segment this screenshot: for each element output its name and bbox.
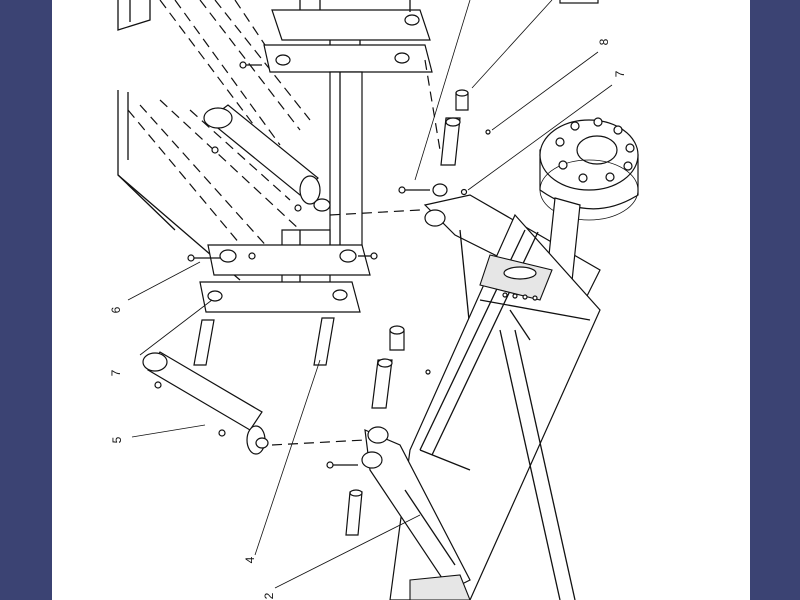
wheel-hub [539,117,639,301]
callout-2: 2 [262,592,276,600]
lower-hydraulic-cylinder [142,351,366,455]
drawing-page[interactable]: 8 7 6 7 5 4 2 [52,0,750,600]
callout-5: 5 [110,436,124,444]
upper-pivot-assembly [398,89,491,197]
leader-lines [127,0,613,589]
upper-hydraulic-cylinder [203,104,421,216]
callout-6: 6 [109,306,123,314]
lower-pivot-assembly [326,325,431,469]
pins [193,317,363,536]
callout-4: 4 [243,556,257,564]
top-bracket-plate [239,0,441,151]
callout-7-upper: 7 [613,70,627,78]
callout-7-lower: 7 [109,369,123,377]
upper-frame-outline [117,0,311,281]
callout-8: 8 [597,38,611,46]
middle-bracket-plate [187,244,378,313]
main-axle-beam [389,213,601,600]
exploded-assembly-drawing [117,0,639,600]
lower-lift-arm [361,426,471,600]
title-block-corner [559,0,599,4]
